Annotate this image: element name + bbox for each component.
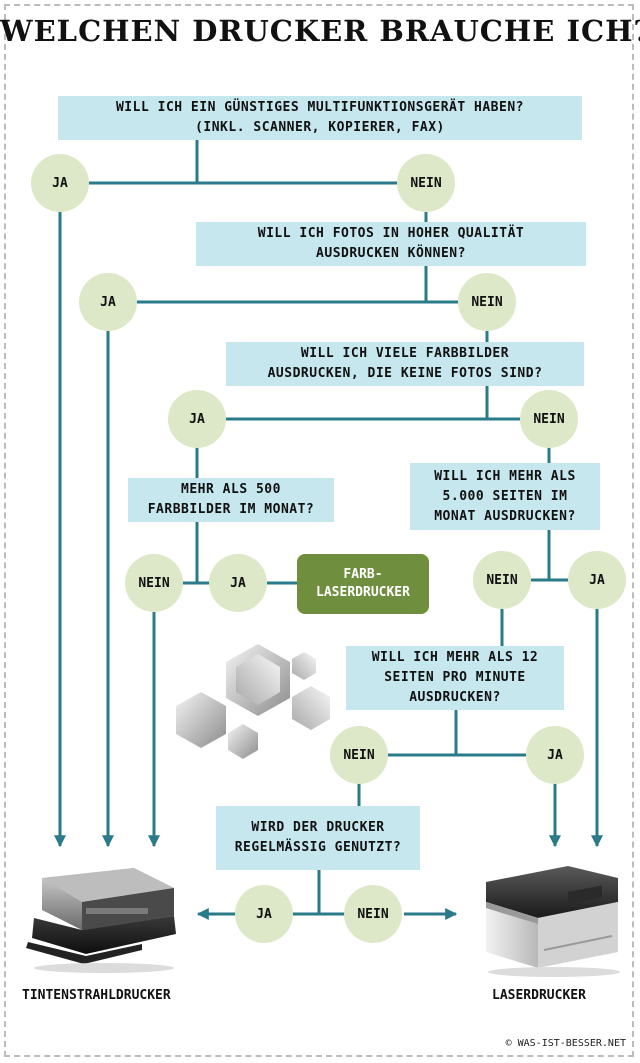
answer-yes-q6: JA — [526, 726, 584, 784]
question-regular-use: WIRD DER DRUCKER REGELMÄSSIG GENUTZT? — [216, 806, 420, 870]
question-photo-quality: WILL ICH FOTOS IN HOHER QUALITÄT AUSDRUC… — [196, 222, 586, 266]
question-5000-pages: WILL ICH MEHR ALS 5.000 SEITEN IM MONAT … — [410, 463, 600, 530]
question-multifunction: WILL ICH EIN GÜNSTIGES MULTIFUNKTIONSGER… — [58, 96, 582, 140]
question-500-color-images: MEHR ALS 500 FARBBILDER IM MONAT? — [128, 478, 334, 522]
answer-no-q4: NEIN — [125, 554, 183, 612]
answer-no-q6: NEIN — [330, 726, 388, 784]
answer-no-q3: NEIN — [520, 390, 578, 448]
answer-yes-q4: JA — [209, 554, 267, 612]
answer-yes-q7: JA — [235, 885, 293, 943]
inkjet-printer-icon — [26, 868, 176, 973]
question-12-pages-per-minute: WILL ICH MEHR ALS 12 SEITEN PRO MINUTE A… — [346, 646, 564, 710]
answer-no-q7: NEIN — [344, 885, 402, 943]
result-color-laser-printer: FARB- LASERDRUCKER — [297, 554, 429, 614]
result-laser-label: LASERDRUCKER — [492, 988, 586, 1003]
hexagon-cluster-icon — [176, 644, 330, 759]
result-inkjet-label: TINTENSTRAHLDRUCKER — [22, 988, 171, 1003]
copyright-notice: © WAS-IST-BESSER.NET — [505, 1038, 626, 1049]
question-color-images: WILL ICH VIELE FARBBILDER AUSDRUCKEN, DI… — [226, 342, 584, 386]
answer-yes-q3: JA — [168, 390, 226, 448]
answer-yes-q2: JA — [79, 273, 137, 331]
answer-no-q2: NEIN — [458, 273, 516, 331]
answer-yes-q5: JA — [568, 551, 626, 609]
dashed-frame — [4, 4, 634, 1057]
answer-no-q5: NEIN — [473, 551, 531, 609]
laser-printer-icon — [486, 866, 620, 977]
answer-no-q1: NEIN — [397, 154, 455, 212]
answer-yes-q1: JA — [31, 154, 89, 212]
page-title: WELCHEN DRUCKER BRAUCHE ICH? — [0, 14, 640, 48]
